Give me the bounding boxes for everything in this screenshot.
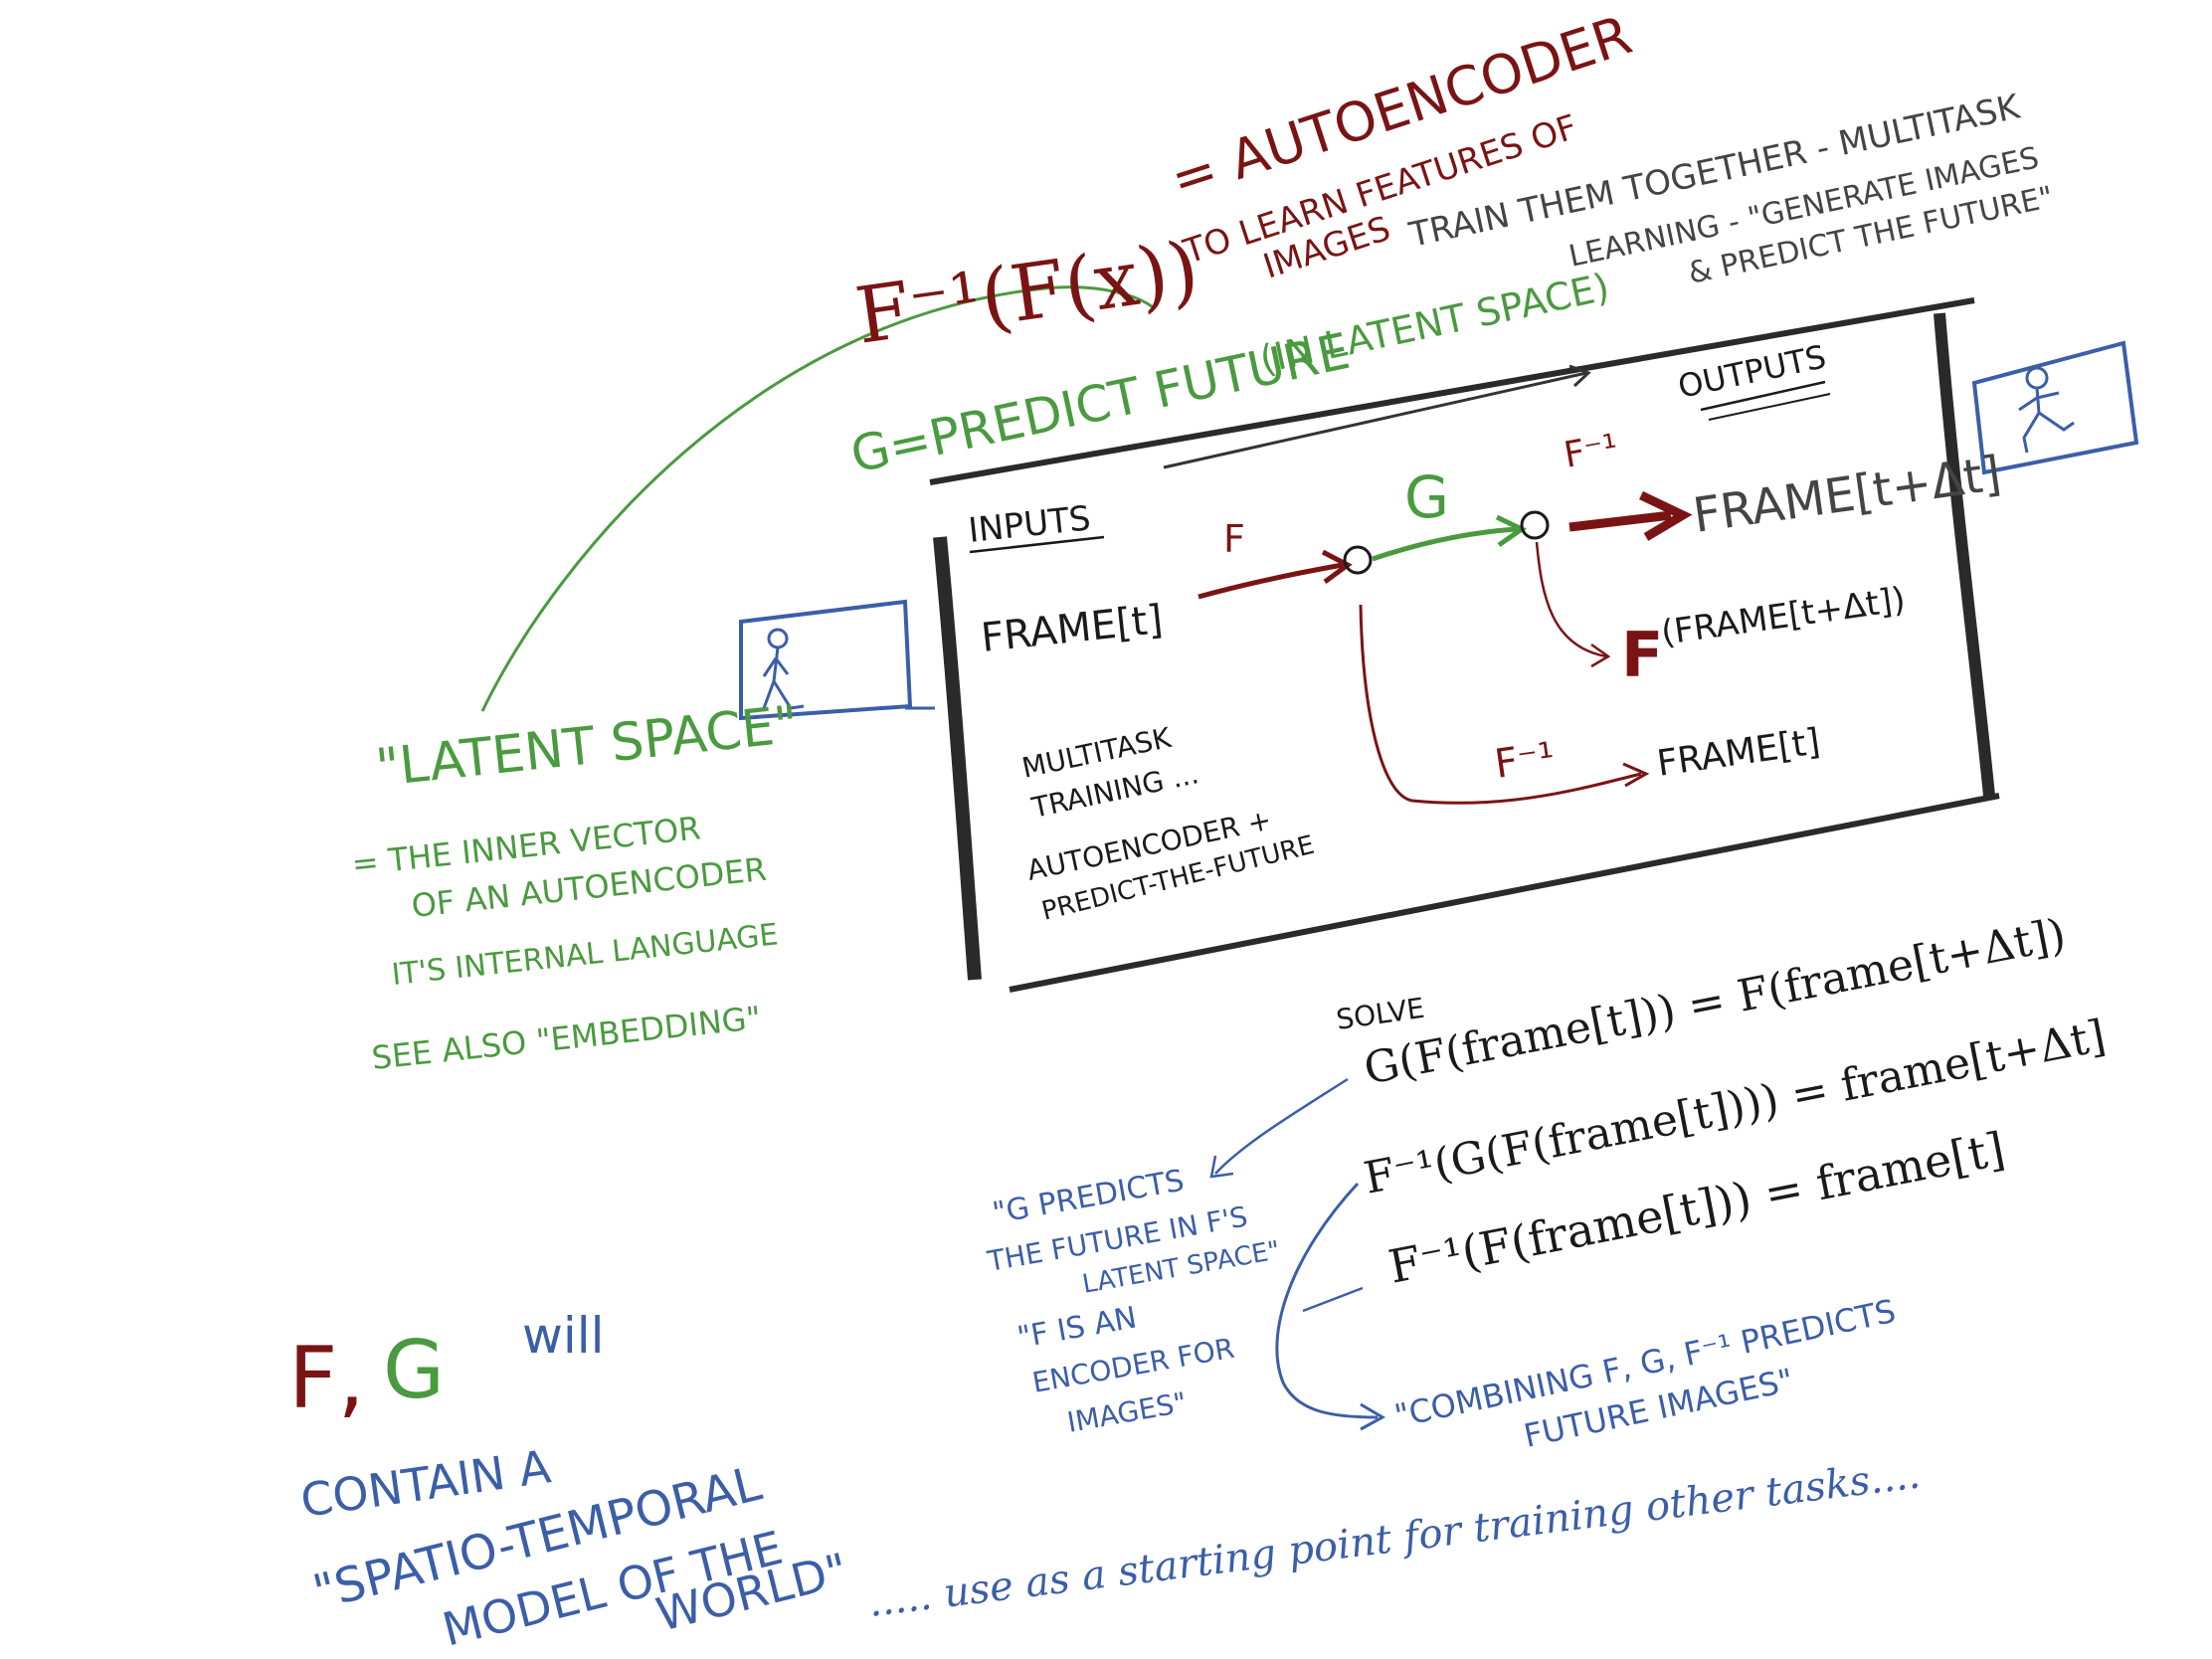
input-frame-image bbox=[739, 599, 913, 721]
combining-arrow bbox=[1275, 1182, 1379, 1419]
latent-line4: SEE ALSO "EMBEDDING" bbox=[370, 999, 763, 1077]
finv-bottom-arrowhead bbox=[1622, 762, 1650, 788]
finv-bottom-curve bbox=[1359, 604, 1642, 805]
outputs-underline-2 bbox=[1708, 393, 1831, 421]
f-arrowhead bbox=[1321, 549, 1353, 585]
f-bold-label: F bbox=[1621, 619, 1663, 691]
f-branch-arrowhead bbox=[1590, 643, 1611, 668]
g-arrow bbox=[1372, 526, 1518, 562]
box-top-edge bbox=[929, 297, 1975, 485]
inputs-to-outputs-arrowhead bbox=[1568, 364, 1591, 388]
latent-node-2 bbox=[1520, 510, 1550, 540]
bottom-f-comma: F, bbox=[288, 1329, 365, 1428]
solve-label: SOLVE bbox=[1334, 992, 1426, 1036]
bottom-use-as: ..... use as a starting point for traini… bbox=[866, 1451, 1924, 1625]
eq3-pointer bbox=[1302, 1286, 1364, 1313]
outputs-underline bbox=[1700, 380, 1826, 412]
box-right-edge bbox=[1934, 312, 1995, 797]
finv-top-label: F⁻¹ bbox=[1561, 427, 1620, 476]
frame-t-input: FRAME[t] bbox=[979, 597, 1165, 661]
combining-arrowhead bbox=[1360, 1402, 1386, 1431]
latent-space-title: "LATENT SPACE" bbox=[373, 695, 801, 799]
box-bottom-edge bbox=[1009, 793, 2000, 993]
autoencoder-formula: F⁻¹(F(x)) bbox=[850, 225, 1204, 361]
latent-to-g-curve bbox=[480, 285, 1156, 712]
inputs-label: INPUTS bbox=[967, 498, 1093, 551]
main-diagram-box bbox=[929, 297, 2000, 993]
g-note-arrowhead bbox=[1209, 1155, 1234, 1179]
f-branch-arrow bbox=[1535, 541, 1607, 658]
finv-bottom-label: F⁻¹ bbox=[1492, 734, 1558, 788]
walking-person-icon bbox=[767, 628, 789, 649]
output-frame-image bbox=[1971, 340, 2139, 475]
f-is-line3: IMAGES" bbox=[1064, 1385, 1189, 1439]
g-note-arrow bbox=[1214, 1077, 1349, 1175]
g-predict-paren: (IN LATENT SPACE) bbox=[1256, 265, 1613, 381]
inputs-to-outputs-arrow bbox=[1163, 371, 1587, 469]
g-arrow-label: G bbox=[1404, 463, 1449, 531]
inputs-underline bbox=[969, 535, 1105, 554]
f-arrow bbox=[1198, 562, 1344, 600]
f-arrow-label: F bbox=[1223, 517, 1245, 561]
latent-node-1 bbox=[1343, 545, 1373, 575]
latent-line3: IT'S INTERNAL LANGUAGE bbox=[390, 917, 780, 993]
f-frame-output: (FRAME[t+Δt]) bbox=[1659, 580, 1909, 653]
box-left-edge bbox=[933, 536, 982, 981]
finv-top-arrowhead bbox=[1639, 490, 1693, 541]
bottom-will: will bbox=[522, 1307, 605, 1365]
running-person-icon bbox=[2025, 366, 2049, 390]
f-is-line1: "F IS AN bbox=[1014, 1300, 1139, 1355]
bottom-g: G bbox=[383, 1324, 445, 1416]
finv-top-arrow bbox=[1568, 510, 1672, 532]
frame-t-output: FRAME[t] bbox=[1655, 721, 1823, 785]
